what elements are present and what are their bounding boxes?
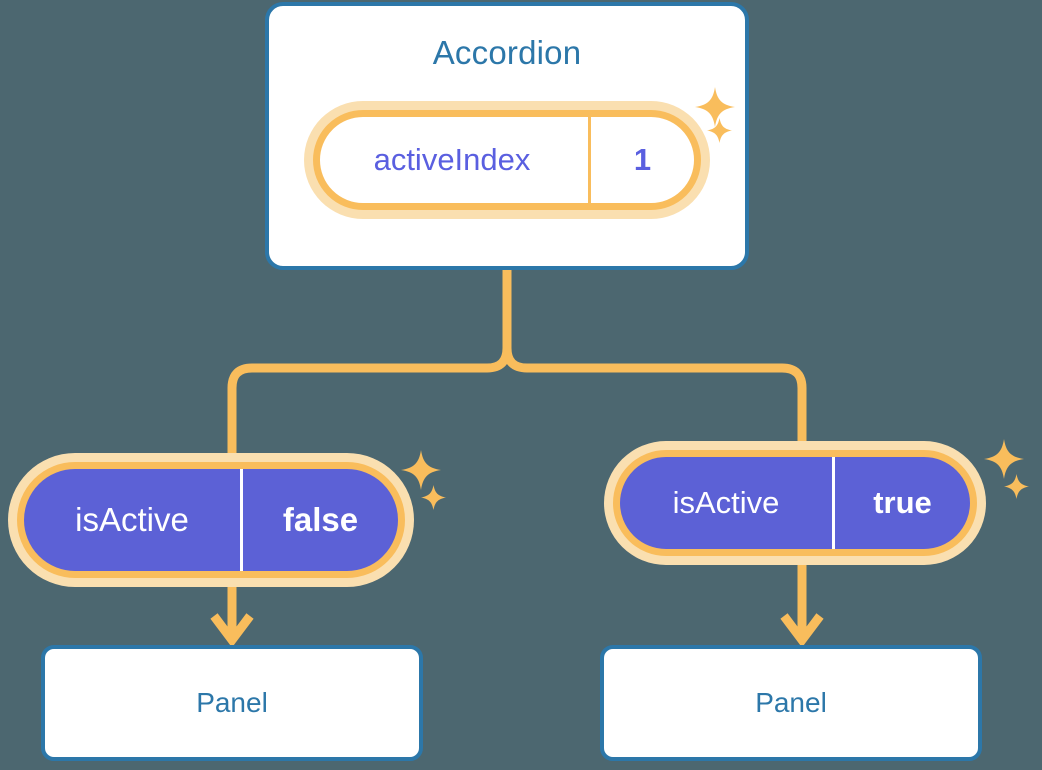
sparkle-icon: [983, 438, 1025, 480]
state-value-label: 1: [588, 117, 694, 203]
state-value-label: false: [240, 469, 398, 571]
state-key-label: isActive: [672, 485, 780, 520]
arrow-down-icon-left: [210, 613, 254, 648]
state-value-label: true: [832, 457, 970, 549]
panel-title: Panel: [755, 687, 827, 718]
panel-card-right[interactable]: Panel: [600, 645, 982, 761]
state-key-label: activeIndex: [373, 142, 531, 177]
connector-branch-right: [502, 347, 807, 450]
sparkle-icon-small: [1003, 473, 1030, 500]
connector-branch-left: [227, 347, 512, 462]
sparkle-icon: [400, 449, 442, 491]
arrow-down-icon-right: [780, 613, 824, 648]
state-pill-is-active-false[interactable]: isActive false: [17, 462, 405, 578]
state-key-label: isActive: [75, 501, 189, 538]
state-pill-active-index[interactable]: activeIndex 1: [313, 110, 701, 210]
panel-title: Panel: [196, 687, 268, 718]
sparkle-icon-small: [420, 484, 447, 511]
page-title: Accordion: [432, 34, 582, 71]
panel-card-left[interactable]: Panel: [41, 645, 423, 761]
state-pill-is-active-true[interactable]: isActive true: [613, 450, 977, 556]
